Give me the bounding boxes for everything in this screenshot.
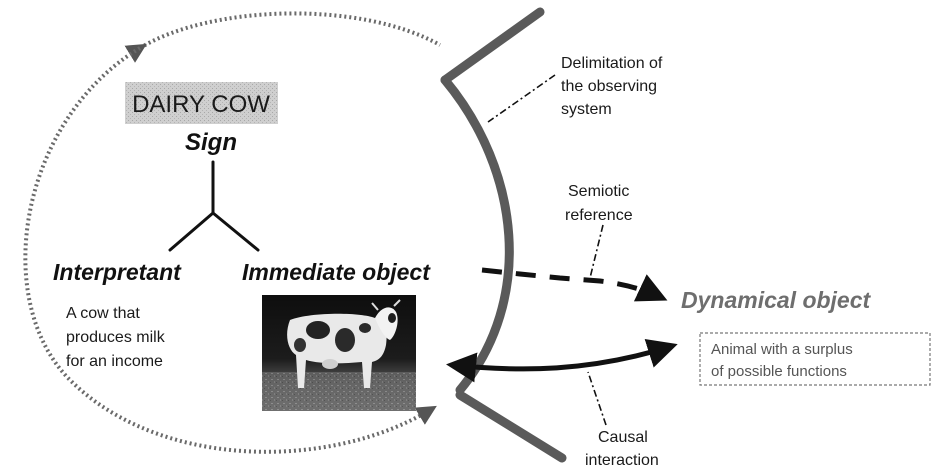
dynamical-object-box (699, 332, 931, 386)
sign-word-box (125, 82, 278, 124)
delimitation-annotation: Delimitation of the observing system (561, 55, 667, 118)
interpretant-description: A cow that produces milk for an income (66, 305, 169, 370)
observing-system-boundary (440, 75, 514, 395)
causal-interaction-annotation: Causal interaction (585, 429, 659, 469)
causal-interaction-arrow (446, 338, 678, 383)
interpretant-label: Interpretant (53, 259, 182, 285)
sign-word: DAIRY COW (132, 91, 270, 118)
cow-photo (262, 295, 416, 411)
leader-lines (487, 74, 607, 426)
boundary-flap-bottom (455, 390, 567, 463)
dynamical-object-description: Animal with a surplus of possible functi… (711, 341, 857, 380)
dotted-cycle-arc-top (124, 11, 441, 63)
semiotic-reference-annotation: Semiotic reference (565, 183, 634, 224)
triad-connector (168, 160, 260, 252)
boundary-flap-top (440, 7, 545, 85)
immediate-object-label: Immediate object (242, 259, 431, 285)
semiotic-reference-arrow (481, 267, 668, 302)
dynamical-object-label: Dynamical object (681, 287, 872, 313)
sign-label: Sign (185, 129, 237, 156)
